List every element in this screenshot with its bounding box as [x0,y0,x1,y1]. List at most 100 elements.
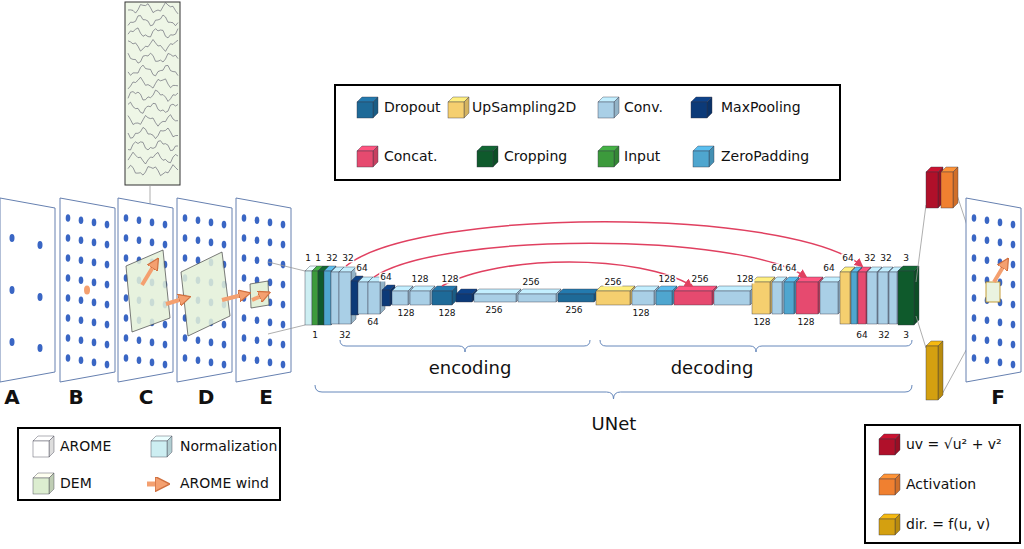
contour-line [128,53,178,63]
grid-dot [196,356,201,364]
dem-map [125,2,180,185]
grid-dot [1011,221,1016,229]
grid-dot [92,299,97,307]
grid-dot [92,239,97,247]
layer-block [596,286,635,291]
layer-block [331,272,339,324]
grid-dot [242,254,247,262]
legend-cube [167,436,172,457]
filter-count: 64 [855,331,868,340]
grid-dot [105,221,110,229]
grid-dot [66,294,71,302]
legend-swatch [690,96,716,120]
contour-line [128,77,178,89]
layer-block [558,289,599,294]
grid-dot [281,301,286,309]
legend-text: Input [624,149,660,164]
legend-cube [357,151,373,167]
contour-line [128,65,178,76]
grid-dot [92,319,97,327]
grid-dot [196,336,201,344]
layer-block [456,294,472,302]
legend-cube [493,146,498,167]
filter-count: 128 [396,309,415,318]
contour-line [128,28,178,38]
legend-cube [477,151,493,167]
grid-dot [972,274,977,282]
grid-dot [998,259,1003,267]
layer-block [796,282,818,314]
grid-dot [124,234,129,242]
grid-dot [998,359,1003,367]
layer-block [714,286,755,291]
layer-block [752,282,770,314]
grid-dot [105,301,110,309]
grid-dot [79,296,84,304]
grid-dot [92,259,97,267]
bracket [340,340,590,352]
grid-dot [1011,361,1016,369]
filter-count: 256 [521,278,540,287]
legend-cube [614,97,619,118]
grid-dot [1011,341,1016,349]
grid-dot [137,356,142,364]
grid-dot [998,239,1003,247]
output-block [953,167,958,208]
filter-count: 128 [796,318,815,327]
legend-frame [18,428,280,500]
filter-count: 256 [603,278,622,287]
layer-block [474,289,521,294]
grid-dot [972,254,977,262]
legend-cube [49,436,54,457]
arome-panel [60,198,115,382]
legend-text: Normalization [180,439,277,454]
grid-dot [79,276,84,284]
arome-panel [236,198,291,382]
layer-block [305,271,312,325]
grid-dot [985,356,990,364]
grid-dot [281,221,286,229]
grid-dot [38,344,43,352]
grid-dot [268,339,273,347]
grid-dot [985,216,990,224]
grid-dot [242,234,247,242]
unet-layers [305,266,919,325]
layer-block [656,291,672,305]
dem-map [125,2,180,185]
layer-block [410,291,430,305]
filter-count: 64 [379,273,392,282]
legend-text: MaxPooling [721,100,801,115]
legend-text: AROME [60,439,111,454]
contour-line [128,115,178,127]
panel-letter: D [198,387,215,407]
contour-line [128,127,178,138]
output-panel [966,198,1021,382]
layer-block [312,266,317,325]
grid-dot [1011,301,1016,309]
bracket [315,385,912,399]
filter-count: 128 [440,275,459,284]
leader-line [916,316,926,348]
legend-cube [707,97,712,118]
leader-line [916,205,926,282]
layer-block [674,286,717,291]
filter-count: 128 [735,275,754,284]
grid-dot [972,354,977,362]
legend-text: AROME wind [180,476,269,491]
legend-cube [693,151,709,167]
arome-panel [177,198,232,382]
filter-count: 128 [631,309,650,318]
filter-count: 1 [314,254,322,263]
grid-dot [183,254,188,262]
filter-count: 32 [879,254,892,263]
legend-cube [373,146,378,167]
grid-dot [79,256,84,264]
contour-line [128,141,178,151]
grid-dot [79,216,84,224]
filter-count: 128 [752,318,771,327]
output-block [926,172,938,208]
grid-dot [10,234,15,242]
grid-dot [281,341,286,349]
layer-block [898,271,914,325]
